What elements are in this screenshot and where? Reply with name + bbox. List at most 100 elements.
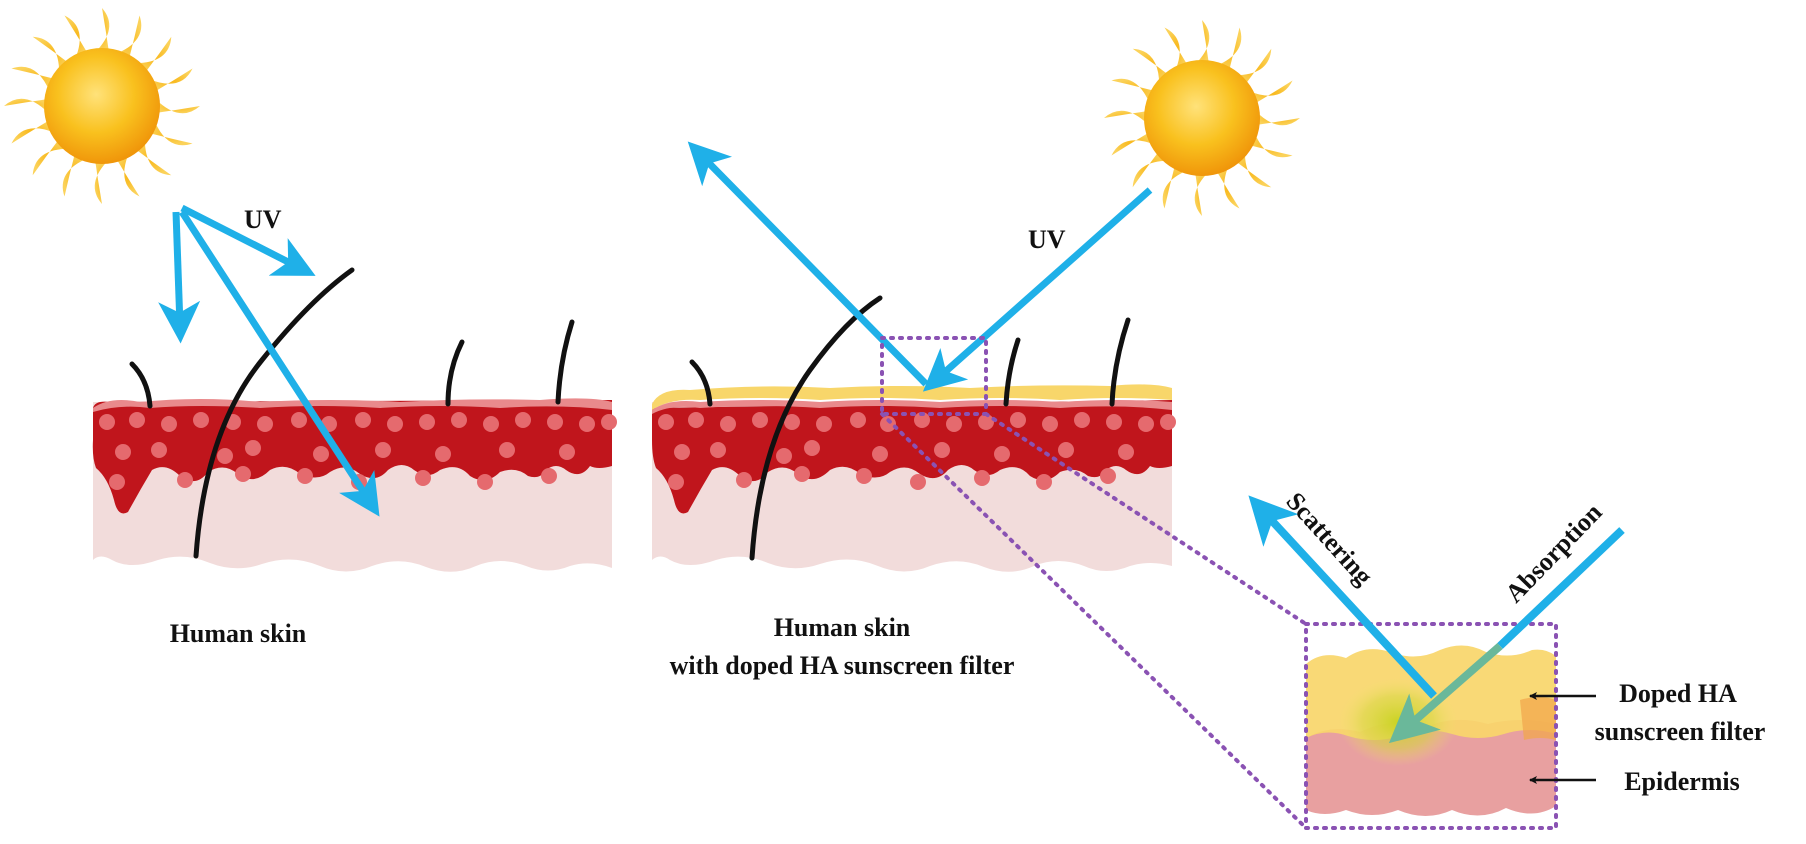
zoom-box <box>1304 622 1558 830</box>
skin-cell-dot <box>946 416 962 432</box>
skin-cell-dot <box>257 416 273 432</box>
skin-cell-dot <box>601 414 617 430</box>
skin-cell-dot <box>419 414 435 430</box>
skin-cell-dot <box>435 446 451 462</box>
skin-cell-dots <box>658 412 1176 490</box>
sun-ray <box>94 159 110 204</box>
skin-cell-dot <box>794 466 810 482</box>
middle-caption-line2: with doped HA sunscreen filter <box>670 651 1015 680</box>
hair-strand <box>445 339 465 407</box>
filter-label-line2: sunscreen filter <box>1595 717 1766 746</box>
stratum-corneum <box>93 398 612 412</box>
sun-ray <box>11 120 56 144</box>
uv-arrow-scattered <box>158 211 201 344</box>
middle-caption-line1: Human skin <box>774 613 911 642</box>
uv-label: UV <box>244 205 282 234</box>
skin-cell-dot <box>910 474 926 490</box>
left-caption: Human skin <box>170 619 307 648</box>
skin-cell-dot <box>313 446 329 462</box>
uv-arrow-reflected <box>687 141 929 387</box>
skin-cell-dot <box>235 466 251 482</box>
uv-arrow-reflected <box>180 204 316 276</box>
skin-cell-dot <box>217 448 233 464</box>
absorption-arrow-in <box>1497 527 1625 649</box>
epidermis-label: Epidermis <box>1624 767 1740 796</box>
absorption-glow <box>1338 678 1458 766</box>
skin-cell-dot <box>177 472 193 488</box>
skin-cell-dot <box>850 412 866 428</box>
skin-cell-dot <box>547 414 563 430</box>
skin-cell-dot <box>483 416 499 432</box>
skin-cell-dot <box>1106 414 1122 430</box>
scattering-arrow <box>1248 495 1437 699</box>
skin-cell-dot <box>688 412 704 428</box>
absorption-arrow-tip <box>1388 642 1503 744</box>
uv-arrow-incident <box>922 187 1153 392</box>
zoom-panel: Scattering Absorption Doped HA sunscreen… <box>1248 487 1766 830</box>
hair-strand <box>1109 317 1131 407</box>
sun-ray <box>1104 110 1149 126</box>
skin-cell-dot <box>1010 412 1026 428</box>
sun-ray <box>1234 48 1272 86</box>
sun-ray <box>1255 110 1300 126</box>
sun-ray <box>64 15 88 60</box>
sun-ray <box>32 36 70 74</box>
sun-ray <box>1248 80 1293 104</box>
sun-ray <box>1164 27 1188 72</box>
skin-cell-dot <box>1160 414 1176 430</box>
skin-cell-dot <box>193 412 209 428</box>
skin-cell-dot <box>291 412 307 428</box>
sun-ray <box>4 98 49 114</box>
zoom-source-box <box>880 336 988 416</box>
skin-cell-dot <box>161 416 177 432</box>
skin-cell-dot <box>559 444 575 460</box>
epidermis-red-layer <box>652 400 1172 514</box>
skin-cell-dot <box>914 412 930 428</box>
skin-cell-dot <box>856 468 872 484</box>
skin-cell-dot <box>541 468 557 484</box>
sun-ray <box>1194 171 1210 216</box>
skin-cell-dot <box>151 442 167 458</box>
skin-cell-dot <box>477 474 493 490</box>
filter-orange-edge <box>1520 697 1556 740</box>
hair-strand <box>129 361 153 409</box>
sun-ray <box>116 152 140 197</box>
hair-strand <box>193 267 355 559</box>
skin-cell-dot <box>816 416 832 432</box>
skin-cell-dot <box>499 442 515 458</box>
skin-cell-dot <box>1074 412 1090 428</box>
hair-strand <box>555 319 575 405</box>
skin-cell-dot <box>579 416 595 432</box>
sun-ray <box>148 68 193 92</box>
skin-cell-dot <box>710 442 726 458</box>
sun-ray <box>1132 48 1170 86</box>
skin-cell-dot <box>515 412 531 428</box>
skin-cell-dot <box>387 416 403 432</box>
scattering-label: Scattering <box>1281 487 1379 591</box>
stratum-corneum <box>652 400 1172 414</box>
skin-cell-dot <box>752 412 768 428</box>
sun-ray <box>94 8 110 53</box>
sun-ray <box>1234 150 1272 188</box>
zoom-connector <box>984 412 1308 626</box>
skin-cell-dot <box>1118 444 1134 460</box>
uv-label: UV <box>1028 225 1066 254</box>
skin-cell-dot <box>668 474 684 490</box>
skin-cell-dot <box>1100 468 1116 484</box>
skin-cell-dot <box>880 416 896 432</box>
skin-cell-dot <box>297 468 313 484</box>
filter-label-line1: Doped HA <box>1619 679 1737 708</box>
sun-ray <box>1194 20 1210 65</box>
skin-cell-dot <box>994 446 1010 462</box>
sun-ray <box>155 98 200 114</box>
hair-strand <box>749 295 883 561</box>
skin-cell-dot <box>451 412 467 428</box>
left-panel: UV Human skin <box>4 8 617 648</box>
skin-cell-dot <box>674 444 690 460</box>
sun-ray <box>1111 132 1156 156</box>
skin-cell-dot <box>784 414 800 430</box>
skin-cell-dot <box>129 412 145 428</box>
middle-panel: UV Human skin with doped HA sunscreen fi… <box>652 20 1300 680</box>
skin-cell-dot <box>776 448 792 464</box>
